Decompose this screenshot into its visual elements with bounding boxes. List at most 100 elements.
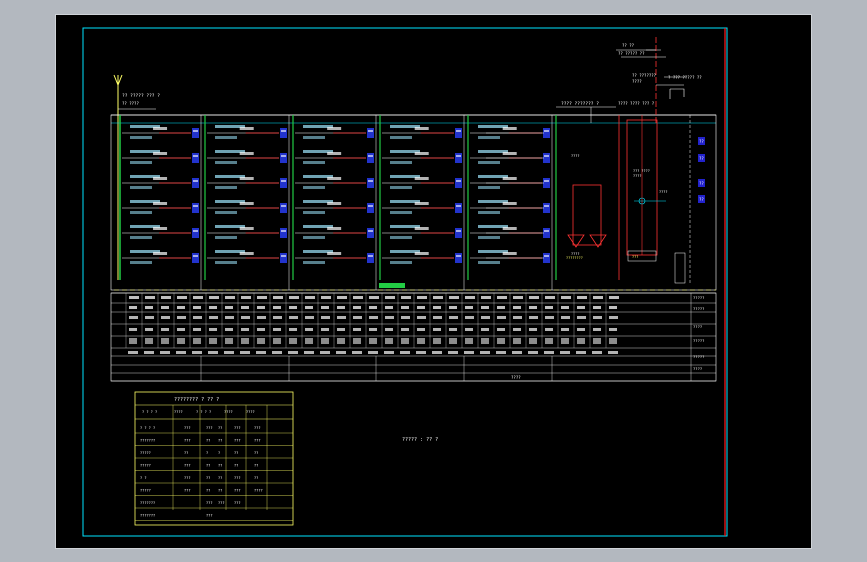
feeder-text-block: [239, 152, 254, 155]
schedule-cell-text: [385, 306, 393, 309]
feeder-text-block: [303, 211, 325, 214]
feeder-terminal: [367, 153, 374, 163]
feeder-terminal-text: [281, 130, 286, 132]
schedule-cell-text: [593, 306, 601, 309]
summary-header-cell: ? ? ? ?: [196, 410, 211, 414]
feeder-terminal-text: [281, 155, 286, 157]
schedule-cell-text: [593, 296, 603, 299]
schedule-cell-text: [561, 296, 571, 299]
schedule-cell-text: [465, 338, 473, 344]
schedule-cell-text: [209, 338, 217, 344]
schedule-cell-text: [529, 338, 537, 344]
schedule-cell-text: [193, 296, 203, 299]
schedule-cell-text: [192, 351, 202, 354]
schedule-cell-text: [433, 296, 443, 299]
schedule-cell-text: [273, 316, 282, 319]
feeder-text-block: [130, 186, 152, 189]
feeder-text-block: [303, 161, 325, 164]
feeder-text-block: [153, 202, 168, 205]
schedule-cell-text: [449, 306, 457, 309]
schedule-cell-text: [161, 338, 169, 344]
schedule-cell-text: [225, 328, 233, 331]
feeder-terminal-text: [193, 130, 198, 132]
hv-label: ?? ??: [622, 43, 635, 48]
schedule-cell-text: [433, 328, 441, 331]
schedule-cell-text: [385, 328, 393, 331]
schedule-cell-text: [497, 328, 505, 331]
schedule-cell-text: [273, 338, 281, 344]
feeder-text-block: [239, 252, 254, 255]
schedule-cell-text: [385, 338, 393, 344]
feeder-terminal: [367, 178, 374, 188]
schedule-cell-text: [561, 306, 569, 309]
feeder-text-block: [390, 161, 412, 164]
schedule-row-label: ?????: [693, 338, 704, 343]
schedule-cell-text: [129, 316, 138, 319]
feeder-text-block: [130, 175, 160, 178]
schedule-cell-text: [304, 351, 314, 354]
schedule-cell-text: [369, 328, 377, 331]
summary-cell: ???: [234, 439, 241, 443]
schedule-cell-text: [145, 328, 153, 331]
schedule-cell-text: [129, 306, 137, 309]
schedule-cell-text: [464, 351, 474, 354]
schedule-cell-text: [369, 338, 377, 344]
feeder-terminal-text: [544, 130, 549, 132]
schedule-row-label: ????: [693, 324, 702, 329]
schedule-cell-text: [497, 296, 507, 299]
schedule-cell-text: [497, 316, 506, 319]
schedule-cell-text: [176, 351, 186, 354]
schedule-cell-text: [481, 338, 489, 344]
feeder-text-block: [390, 211, 412, 214]
feeder-text-block: [502, 202, 517, 205]
schedule-cell-text: [177, 296, 187, 299]
feeder-terminal: [280, 203, 287, 213]
feeder-terminal: [455, 253, 462, 263]
feeder-terminal: [192, 153, 199, 163]
feeder-terminal: [367, 253, 374, 263]
schedule-cell-text: [193, 328, 201, 331]
schedule-cell-text: [289, 328, 297, 331]
schedule-cell-text: [545, 328, 553, 331]
feeder-terminal: [280, 253, 287, 263]
schedule-cell-text: [513, 296, 523, 299]
feeder-text-block: [327, 227, 342, 230]
schedule-cell-text: [177, 316, 186, 319]
circuit-schedule-table: ????????????????????????????????: [110, 292, 717, 382]
feeder-text-block: [215, 150, 245, 153]
feeder-text-block: [239, 177, 254, 180]
feeder-terminal: [280, 128, 287, 138]
summary-header-cell: ????: [246, 410, 255, 414]
schedule-cell-text: [529, 306, 537, 309]
schedule-cell-text: [241, 296, 251, 299]
feeder-text-block: [478, 261, 500, 264]
feeder-terminal-text: [544, 255, 549, 257]
schedule-cell-text: [272, 351, 282, 354]
schedule-cell-text: [129, 296, 139, 299]
feeder-terminal-text: [193, 155, 198, 157]
svg-text:????: ????: [571, 252, 579, 256]
feeder-terminal: [367, 203, 374, 213]
schedule-cell-text: [432, 351, 442, 354]
schedule-cell-text: [353, 316, 362, 319]
feeder-terminal: [367, 228, 374, 238]
feeder-text-block: [215, 136, 237, 139]
feeder-text-block: [390, 236, 412, 239]
schedule-cell-text: [449, 338, 457, 344]
feeder-text-block: [414, 252, 429, 255]
feeder-text-block: [215, 175, 245, 178]
metering-section: ???? ???? ???????? ??? ???? ???? ???? ??…: [566, 115, 705, 285]
feeder-terminal-text: [193, 230, 198, 232]
feeder-terminal: [543, 228, 550, 238]
feeder-text-block: [390, 125, 420, 128]
summary-cell: ?????: [140, 451, 151, 455]
hv-label: ?? ????? ??: [618, 51, 645, 56]
summary-cell: ???: [218, 501, 225, 505]
cad-viewport[interactable]: ?? ????? ??? ? ?? ???? ???? ??????? ? ??…: [55, 14, 812, 549]
feeder-text-block: [130, 161, 152, 164]
feeder-text-block: [414, 127, 429, 130]
feeder-terminal-text: [456, 230, 461, 232]
schedule-cell-text: [193, 338, 201, 344]
feeder-terminal: [543, 153, 550, 163]
schedule-cell-text: [209, 306, 217, 309]
